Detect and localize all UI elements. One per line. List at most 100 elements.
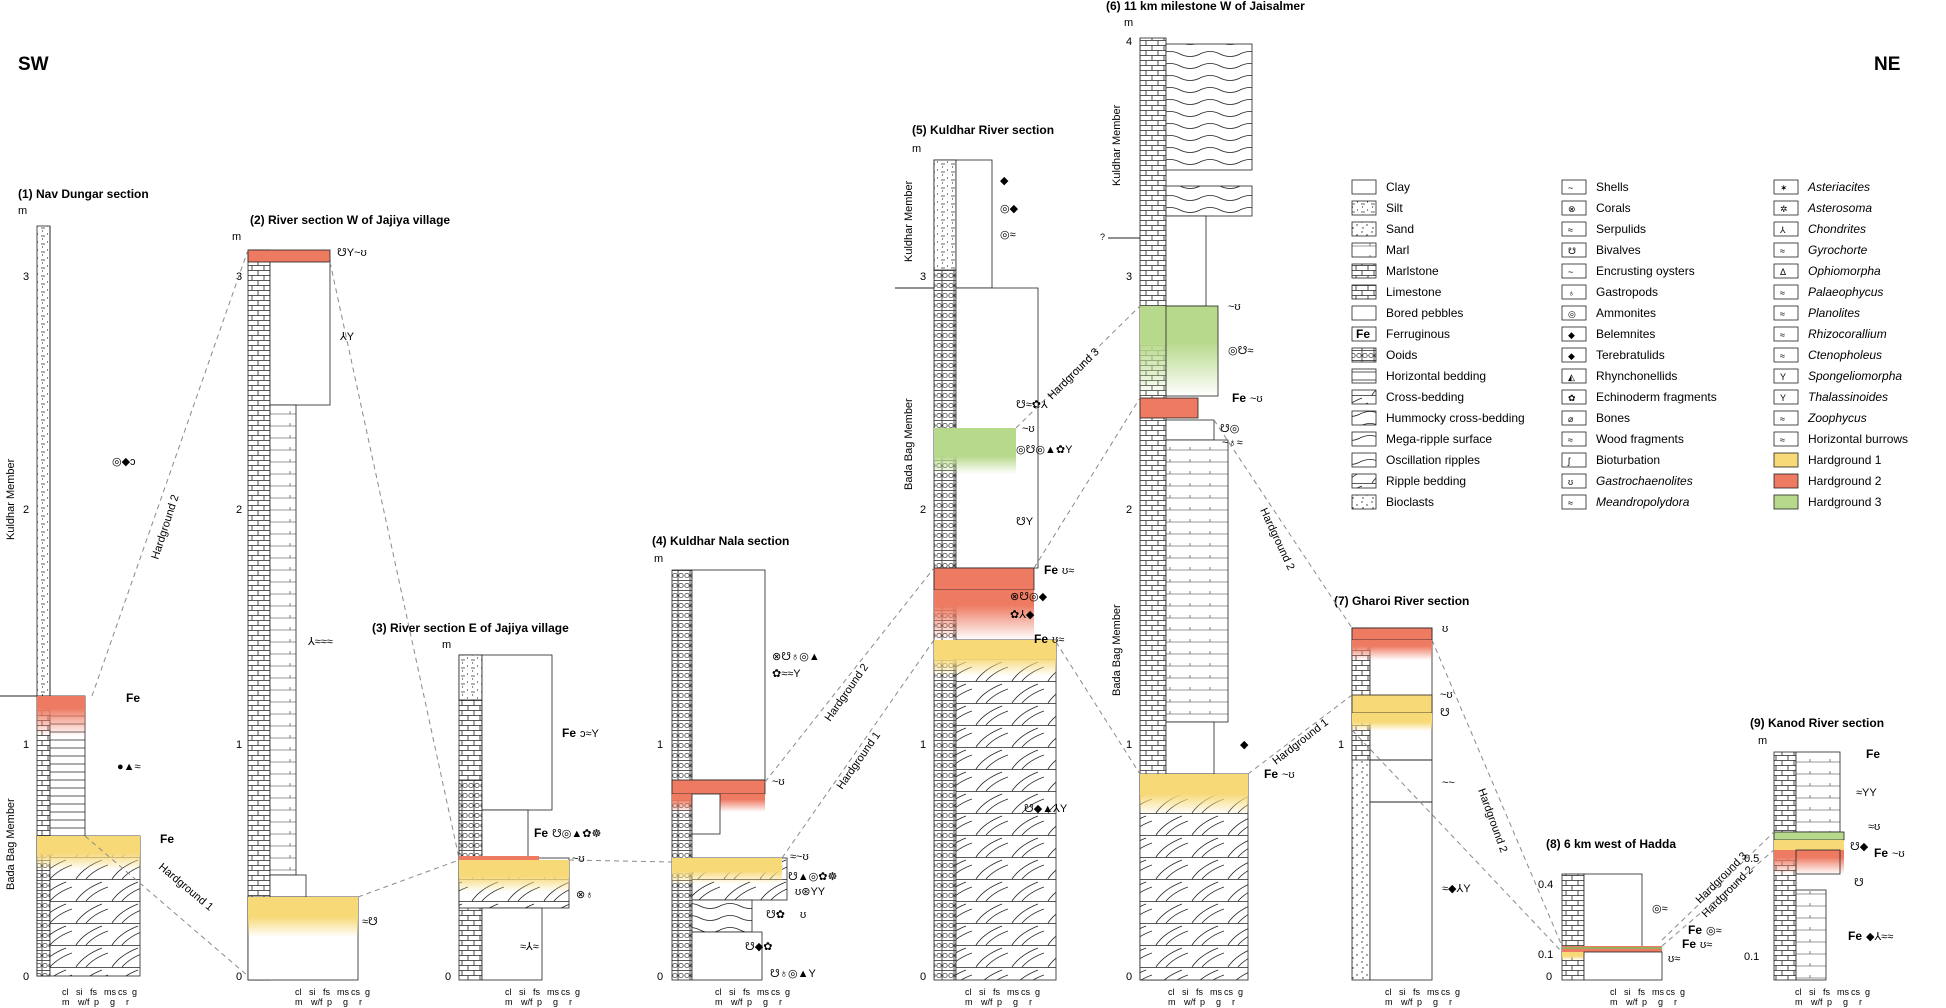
section-4-symbols-6: ʊ⊛YΥ bbox=[795, 886, 826, 898]
grain-axis-label: ms bbox=[337, 987, 349, 997]
legend-label: Bioclasts bbox=[1386, 495, 1434, 509]
section-5-symbols-12: ☋◆▲⅄Y bbox=[1024, 803, 1068, 815]
section-4-symbols-5: ☋▲◎✿☸ bbox=[788, 871, 837, 883]
grain-axis-label: cl bbox=[1795, 987, 1802, 997]
grain-axis-sublabel: g bbox=[1843, 997, 1848, 1007]
legend-label: Encrusting oysters bbox=[1596, 264, 1695, 278]
legend-label: Bivalves bbox=[1596, 243, 1641, 257]
grain-axis-label: cl bbox=[1168, 987, 1175, 997]
legend-item: ≈Planolites bbox=[1773, 305, 1860, 321]
svg-text:≈: ≈ bbox=[1780, 246, 1785, 256]
section-4-symbols-2: ✿≈≈Y bbox=[772, 668, 801, 680]
hardground-2-label-a: Hardground 2 bbox=[149, 493, 181, 561]
section-1-tick-2: 2 bbox=[23, 504, 29, 516]
section-6-bada-bag-member: Bada Bag Member bbox=[1111, 604, 1123, 696]
section-9-symbols-3: ☋◆ bbox=[1850, 841, 1869, 853]
grain-axis-label: si bbox=[1809, 987, 1816, 997]
section-9-fe-label-2: Fe bbox=[1874, 846, 1888, 860]
grain-axis-sublabel: g bbox=[1658, 997, 1663, 1007]
section-8-title: (8) 6 km west of Hadda bbox=[1546, 837, 1676, 851]
svg-text:~: ~ bbox=[1568, 183, 1573, 193]
section-5-title: (5) Kuldhar River section bbox=[912, 123, 1054, 137]
section-6-symbols-4: ☋◎ bbox=[1220, 423, 1239, 435]
section-4-symbols-10: ☋♁◎▲Y bbox=[770, 968, 817, 980]
svg-text:⅄: ⅄ bbox=[1779, 225, 1786, 235]
section-2-symbols-4: ≈☋ bbox=[362, 916, 378, 928]
section-5-unit: m bbox=[912, 143, 921, 155]
svg-text:≈: ≈ bbox=[1780, 435, 1785, 445]
section-3-symbols-2: ☋◎▲✿☸ bbox=[552, 828, 601, 840]
section-4-symbols-9: ☋◆✿ bbox=[745, 941, 772, 953]
section-9-symbols-5: ☋ bbox=[1854, 877, 1864, 889]
section-4-symbols-8: ʊ bbox=[800, 909, 806, 921]
hardground-1-label-a: Hardground 1 bbox=[156, 861, 215, 913]
legend-label: Asteriacites bbox=[1807, 180, 1870, 194]
section-6-symbols-5: ~♁≈ bbox=[1222, 437, 1243, 449]
grain-axis-sublabel: g bbox=[763, 997, 768, 1007]
section-8-symbols-2: ◎≈ bbox=[1706, 925, 1722, 937]
grain-axis-label: g bbox=[1035, 987, 1040, 997]
grain-axis-sublabel: m bbox=[1610, 997, 1618, 1007]
grain-axis-label: cl bbox=[295, 987, 302, 997]
section-5-fe-label-2: Fe bbox=[1034, 632, 1048, 646]
grain-axis-label: cl bbox=[715, 987, 722, 997]
legend-item: ≈Horizontal burrows bbox=[1773, 431, 1908, 447]
legend-item: ✶Asteriacites bbox=[1773, 179, 1870, 195]
legend-label: Echinoderm fragments bbox=[1596, 390, 1717, 404]
legend-label: Hardground 2 bbox=[1808, 474, 1882, 488]
grain-axis-label: ms bbox=[757, 987, 769, 997]
section-3-symbols-1: ↄ≈Y bbox=[580, 728, 600, 740]
legend: ClaySiltSandMarlMarlstoneLimestoneBored … bbox=[1351, 179, 1908, 510]
grain-axis-label: ms bbox=[1652, 987, 1664, 997]
section-9-symbols-6: ◆⅄≈≈ bbox=[1866, 931, 1893, 943]
grain-axis-sublabel: w/f bbox=[1810, 997, 1823, 1007]
grain-axis-label: cl bbox=[62, 987, 69, 997]
section-3-jajiya-e: (3) River section E of Jajiya village m … bbox=[372, 621, 601, 983]
svg-text:◎: ◎ bbox=[1568, 309, 1576, 319]
section-8-hadda: (8) 6 km west of Hadda 0 0.1 0.4 ◎≈ Fe ◎… bbox=[1538, 837, 1722, 983]
grain-axis-sublabel: m bbox=[62, 997, 70, 1007]
legend-label: Hummocky cross-bedding bbox=[1386, 411, 1525, 425]
grain-axis-label: fs bbox=[90, 987, 98, 997]
section-2-jajiya-w: (2) River section W of Jajiya village m … bbox=[232, 213, 450, 983]
grain-axis-sublabel: m bbox=[1168, 997, 1176, 1007]
legend-label: Thalassinoides bbox=[1808, 390, 1888, 404]
grain-axis-sublabel: m bbox=[1795, 997, 1803, 1007]
section-1-tick-0: 0 bbox=[23, 971, 29, 983]
section-6-symbols-3: ~ʊ bbox=[1250, 393, 1263, 405]
legend-label: Planolites bbox=[1808, 306, 1860, 320]
grain-axis-sublabel: g bbox=[553, 997, 558, 1007]
grain-axis-sublabel: r bbox=[1029, 997, 1032, 1007]
legend-label: Chondrites bbox=[1808, 222, 1866, 236]
grain-axis-label: cs bbox=[1851, 987, 1861, 997]
legend-item: Bored pebbles bbox=[1351, 305, 1463, 321]
legend-item: Limestone bbox=[1351, 284, 1442, 300]
section-6-symbols-2: ◎☋≈ bbox=[1228, 345, 1253, 357]
legend-label: Ooids bbox=[1386, 348, 1417, 362]
direction-sw-label: SW bbox=[18, 54, 49, 75]
grain-axis-sublabel: m bbox=[1385, 997, 1393, 1007]
section-1-tick-1: 1 bbox=[23, 739, 29, 751]
section-1-fe-label-1: Fe bbox=[126, 691, 140, 705]
section-5-fe-label-1: Fe bbox=[1044, 563, 1058, 577]
svg-text:ʊ: ʊ bbox=[1568, 477, 1573, 487]
legend-label: Terebratulids bbox=[1596, 348, 1665, 362]
correlation-lines bbox=[84, 249, 1775, 977]
grain-axis-label: ms bbox=[104, 987, 116, 997]
legend-label: Bones bbox=[1596, 411, 1630, 425]
grain-axis-label: cs bbox=[561, 987, 571, 997]
legend-label: Clay bbox=[1386, 180, 1410, 194]
grain-axis-sublabel: r bbox=[1674, 997, 1677, 1007]
section-9-tick-01: 0.1 bbox=[1744, 951, 1759, 963]
section-8-symbols-3: ʊ≈ bbox=[1700, 939, 1712, 951]
section-6-tick-3: 3 bbox=[1126, 271, 1132, 283]
grain-axis-label: cl bbox=[1610, 987, 1617, 997]
section-1-symbols-lower: ●▲≈ bbox=[117, 761, 141, 773]
section-5-symbols-4: ☋≈✿⅄ bbox=[1016, 399, 1048, 411]
grain-axis-sublabel: p bbox=[537, 997, 542, 1007]
legend-item: ≈Wood fragments bbox=[1561, 431, 1684, 447]
section-6-fe-label-1: Fe bbox=[1232, 391, 1246, 405]
legend-label: Gyrochorte bbox=[1808, 243, 1868, 257]
